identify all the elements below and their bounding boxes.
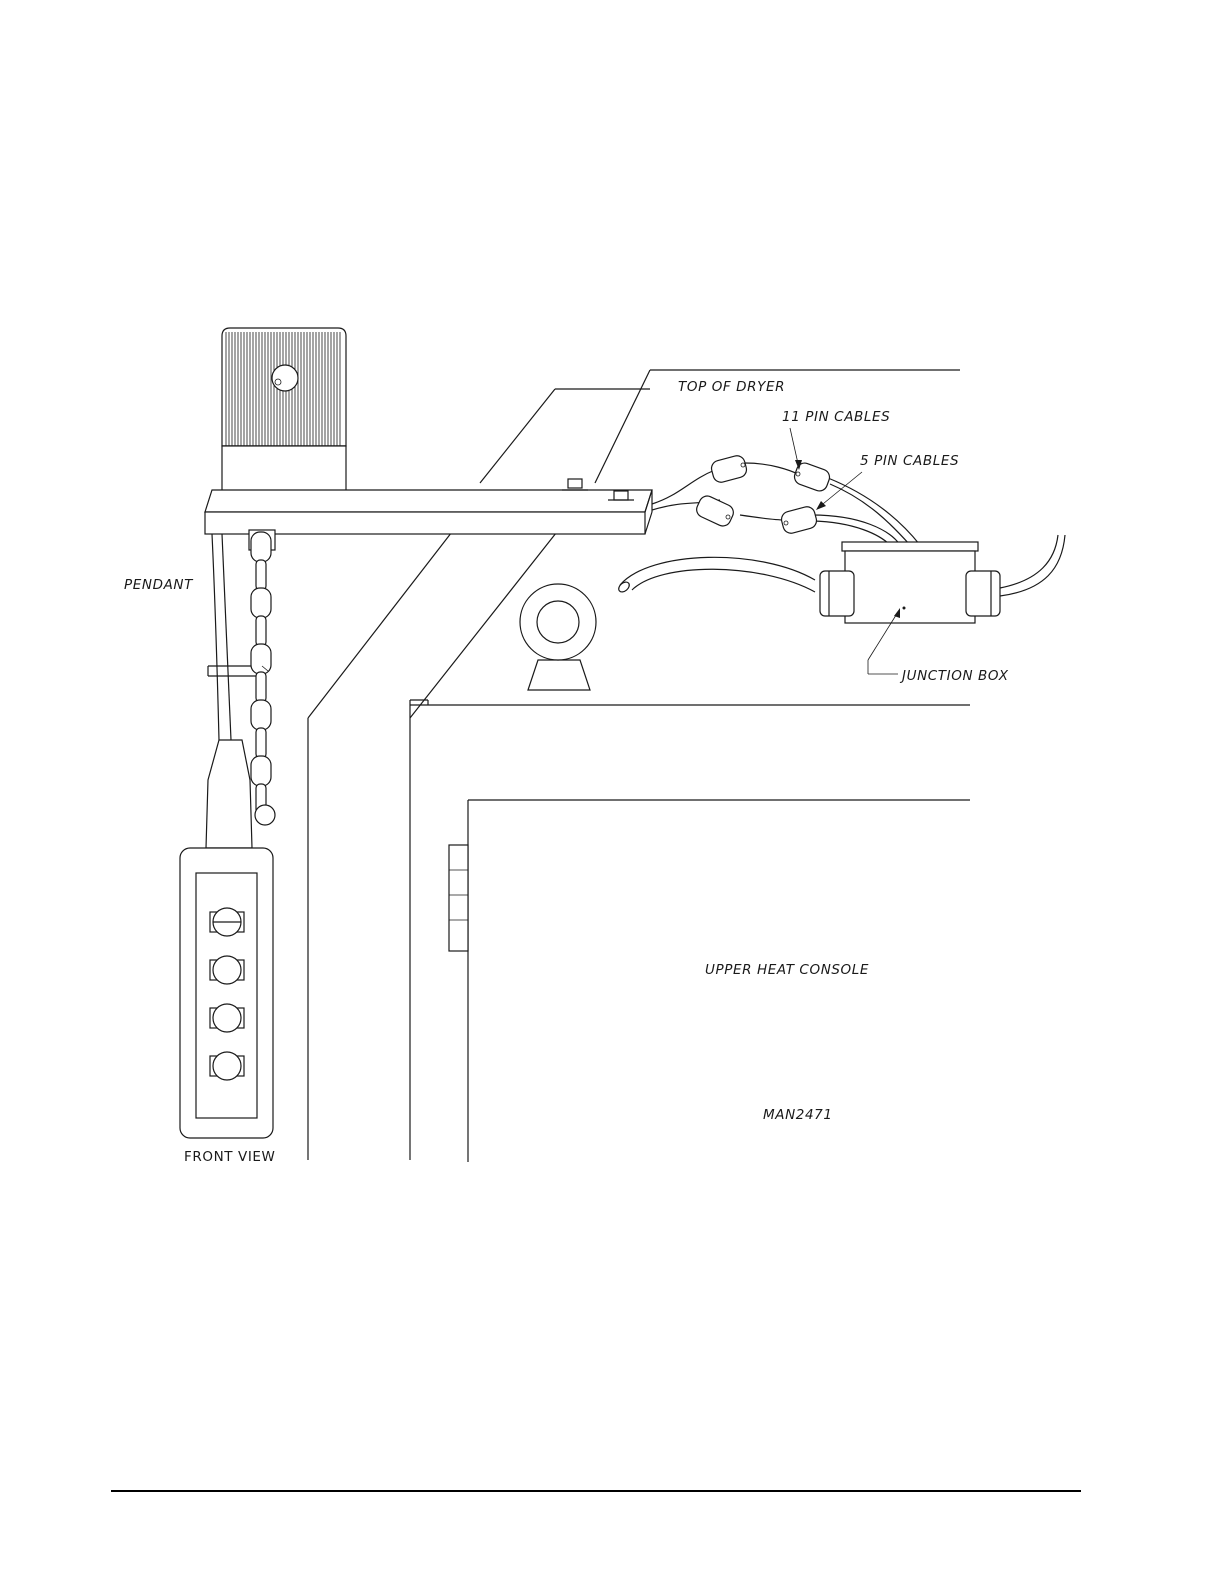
label-junction-box: JUNCTION BOX [899,668,1009,684]
beacon-light [222,328,346,496]
pendant-button-1 [210,908,244,936]
label-pendant: PENDANT [124,577,194,593]
chain-link [251,700,271,730]
connector-5pin-a [694,493,736,528]
label-front-view: FRONT VIEW [184,1149,276,1165]
chain-link [251,588,271,618]
round-fixture [520,584,596,690]
chain-link [256,672,266,702]
chain-link [251,756,271,786]
chain-link [256,616,266,646]
chain-link [251,532,271,562]
pendant-button-4 [210,1052,244,1080]
label-upper-heat-console: UPPER HEAT CONSOLE [705,962,869,978]
pendant-button-2 [210,956,244,984]
junction-box [820,535,1065,623]
upper-heat-console-panel [449,800,970,1162]
chain-link [256,728,266,758]
support-chain [251,532,275,825]
pendant-button-3 [210,1004,244,1032]
connector-11pin-a [710,454,749,484]
chain-link [251,644,271,674]
label-top-of-dryer: TOP OF DRYER [678,379,785,395]
dryer-top-surface [308,370,970,1160]
connector-5pin-b [780,505,819,535]
mounting-bracket-arm [205,479,652,550]
label-11-pin-cables: 11 PIN CABLES [782,409,890,425]
chain-link [256,560,266,590]
label-figure-id: MAN2471 [763,1107,833,1123]
label-5-pin-cables: 5 PIN CABLES [860,453,959,469]
chain-hook [255,805,275,825]
